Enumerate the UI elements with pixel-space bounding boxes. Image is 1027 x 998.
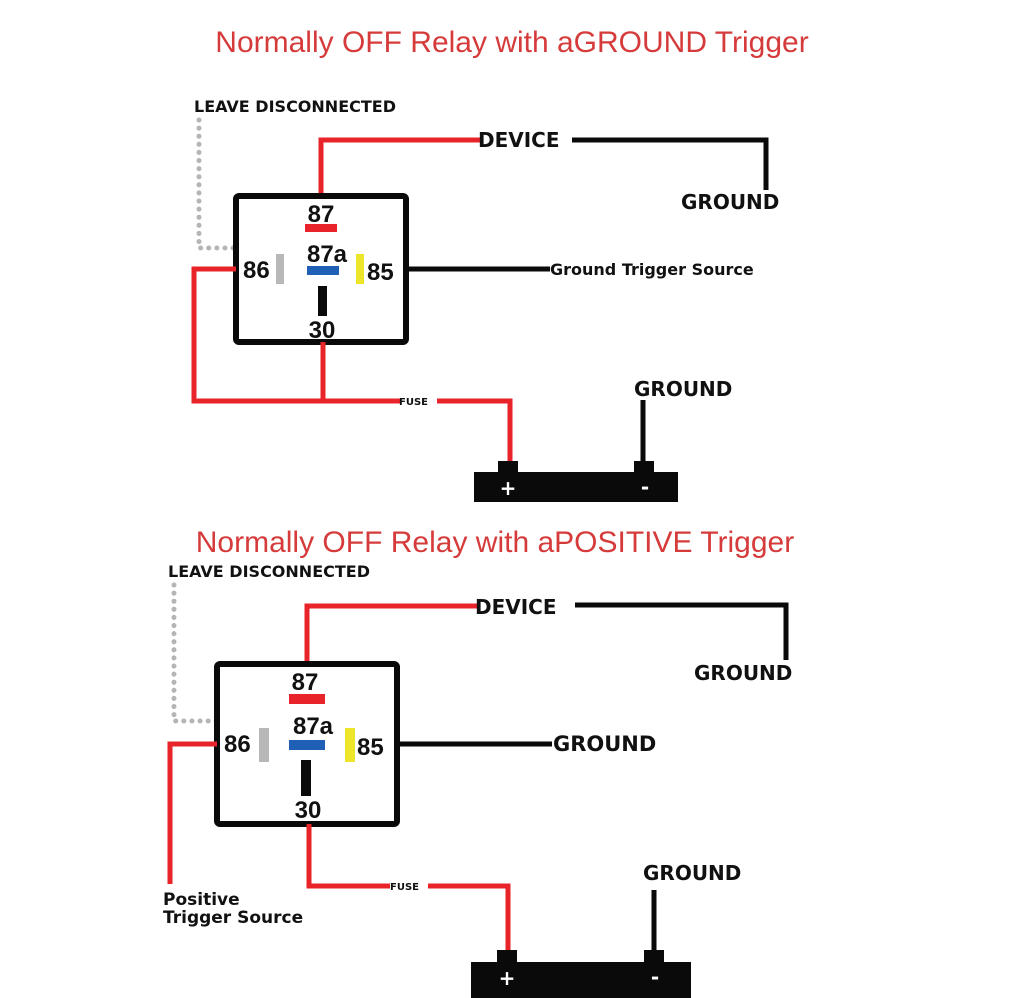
wire-fuse-to-battery <box>428 883 511 952</box>
wire-86-to-trigger <box>167 741 217 884</box>
battery-body <box>474 472 678 502</box>
wire-86-to-fuse <box>191 266 400 404</box>
diagram-title: Normally OFF Relay with aGROUND Trigger <box>215 26 808 59</box>
battery-body <box>471 962 691 998</box>
pin-87a-terminal <box>289 740 325 750</box>
positive-trigger-label-line2: Trigger Source <box>163 908 303 928</box>
battery-ground-label: GROUND <box>634 377 732 401</box>
pin-87a-label: 87a <box>293 713 334 740</box>
wire-30-to-fuse <box>306 824 390 889</box>
pin-85-label: 85 <box>367 259 394 286</box>
battery: + - <box>474 461 678 502</box>
pin-86-terminal <box>259 728 269 762</box>
minus-icon: - <box>651 965 659 989</box>
diagram-ground-trigger: Normally OFF Relay with aGROUND Trigger … <box>191 26 809 502</box>
fuse-label: FUSE <box>399 397 428 408</box>
pin-87-label: 87 <box>308 201 335 228</box>
pin85-ground-label: GROUND <box>553 732 656 756</box>
pin-87-terminal <box>289 694 325 704</box>
positive-trigger-label-line1: Positive <box>163 890 240 910</box>
pin-86-label: 86 <box>224 731 251 758</box>
pin-85-label: 85 <box>357 734 384 761</box>
battery-negative-post <box>644 950 664 964</box>
pin-30-terminal <box>318 286 327 316</box>
wire-87-to-device <box>304 603 478 664</box>
pin-85-terminal <box>356 254 364 284</box>
pin-30-label: 30 <box>295 797 322 824</box>
pin-87a-terminal <box>307 266 339 275</box>
pin-86-label: 86 <box>243 257 270 284</box>
device-ground-label: GROUND <box>694 661 792 685</box>
plus-icon: + <box>499 966 516 990</box>
device-label: DEVICE <box>475 595 557 619</box>
pin-86-terminal <box>276 254 284 284</box>
battery-ground-label: GROUND <box>643 861 741 885</box>
fuse-label: FUSE <box>390 882 419 893</box>
minus-icon: - <box>641 475 649 499</box>
device-ground-label: GROUND <box>681 190 779 214</box>
leave-disconnected-label: LEAVE DISCONNECTED <box>194 97 396 116</box>
wire-device-to-ground <box>575 602 789 660</box>
pin-87-label: 87 <box>292 669 319 696</box>
wire-device-to-ground <box>572 137 769 190</box>
battery: + - <box>471 950 691 998</box>
battery-positive-post <box>498 461 518 475</box>
pin-30-label: 30 <box>309 317 336 344</box>
battery-positive-post <box>497 950 517 964</box>
battery-negative-post <box>634 461 654 475</box>
pin-87a-label: 87a <box>307 241 348 268</box>
device-label: DEVICE <box>478 128 560 152</box>
diagram-positive-trigger: Normally OFF Relay with aPOSITIVE Trigge… <box>163 526 794 998</box>
pin-30-terminal <box>301 760 311 796</box>
pin-85-terminal <box>345 728 355 762</box>
wire-87-to-device <box>318 137 480 196</box>
ground-trigger-source-label: Ground Trigger Source <box>550 260 754 279</box>
wire-fuse-to-battery <box>437 398 513 464</box>
pin-87-terminal <box>305 224 337 232</box>
plus-icon: + <box>500 476 517 500</box>
leave-disconnected-label: LEAVE DISCONNECTED <box>168 562 370 581</box>
diagram-title: Normally OFF Relay with aPOSITIVE Trigge… <box>196 526 794 559</box>
